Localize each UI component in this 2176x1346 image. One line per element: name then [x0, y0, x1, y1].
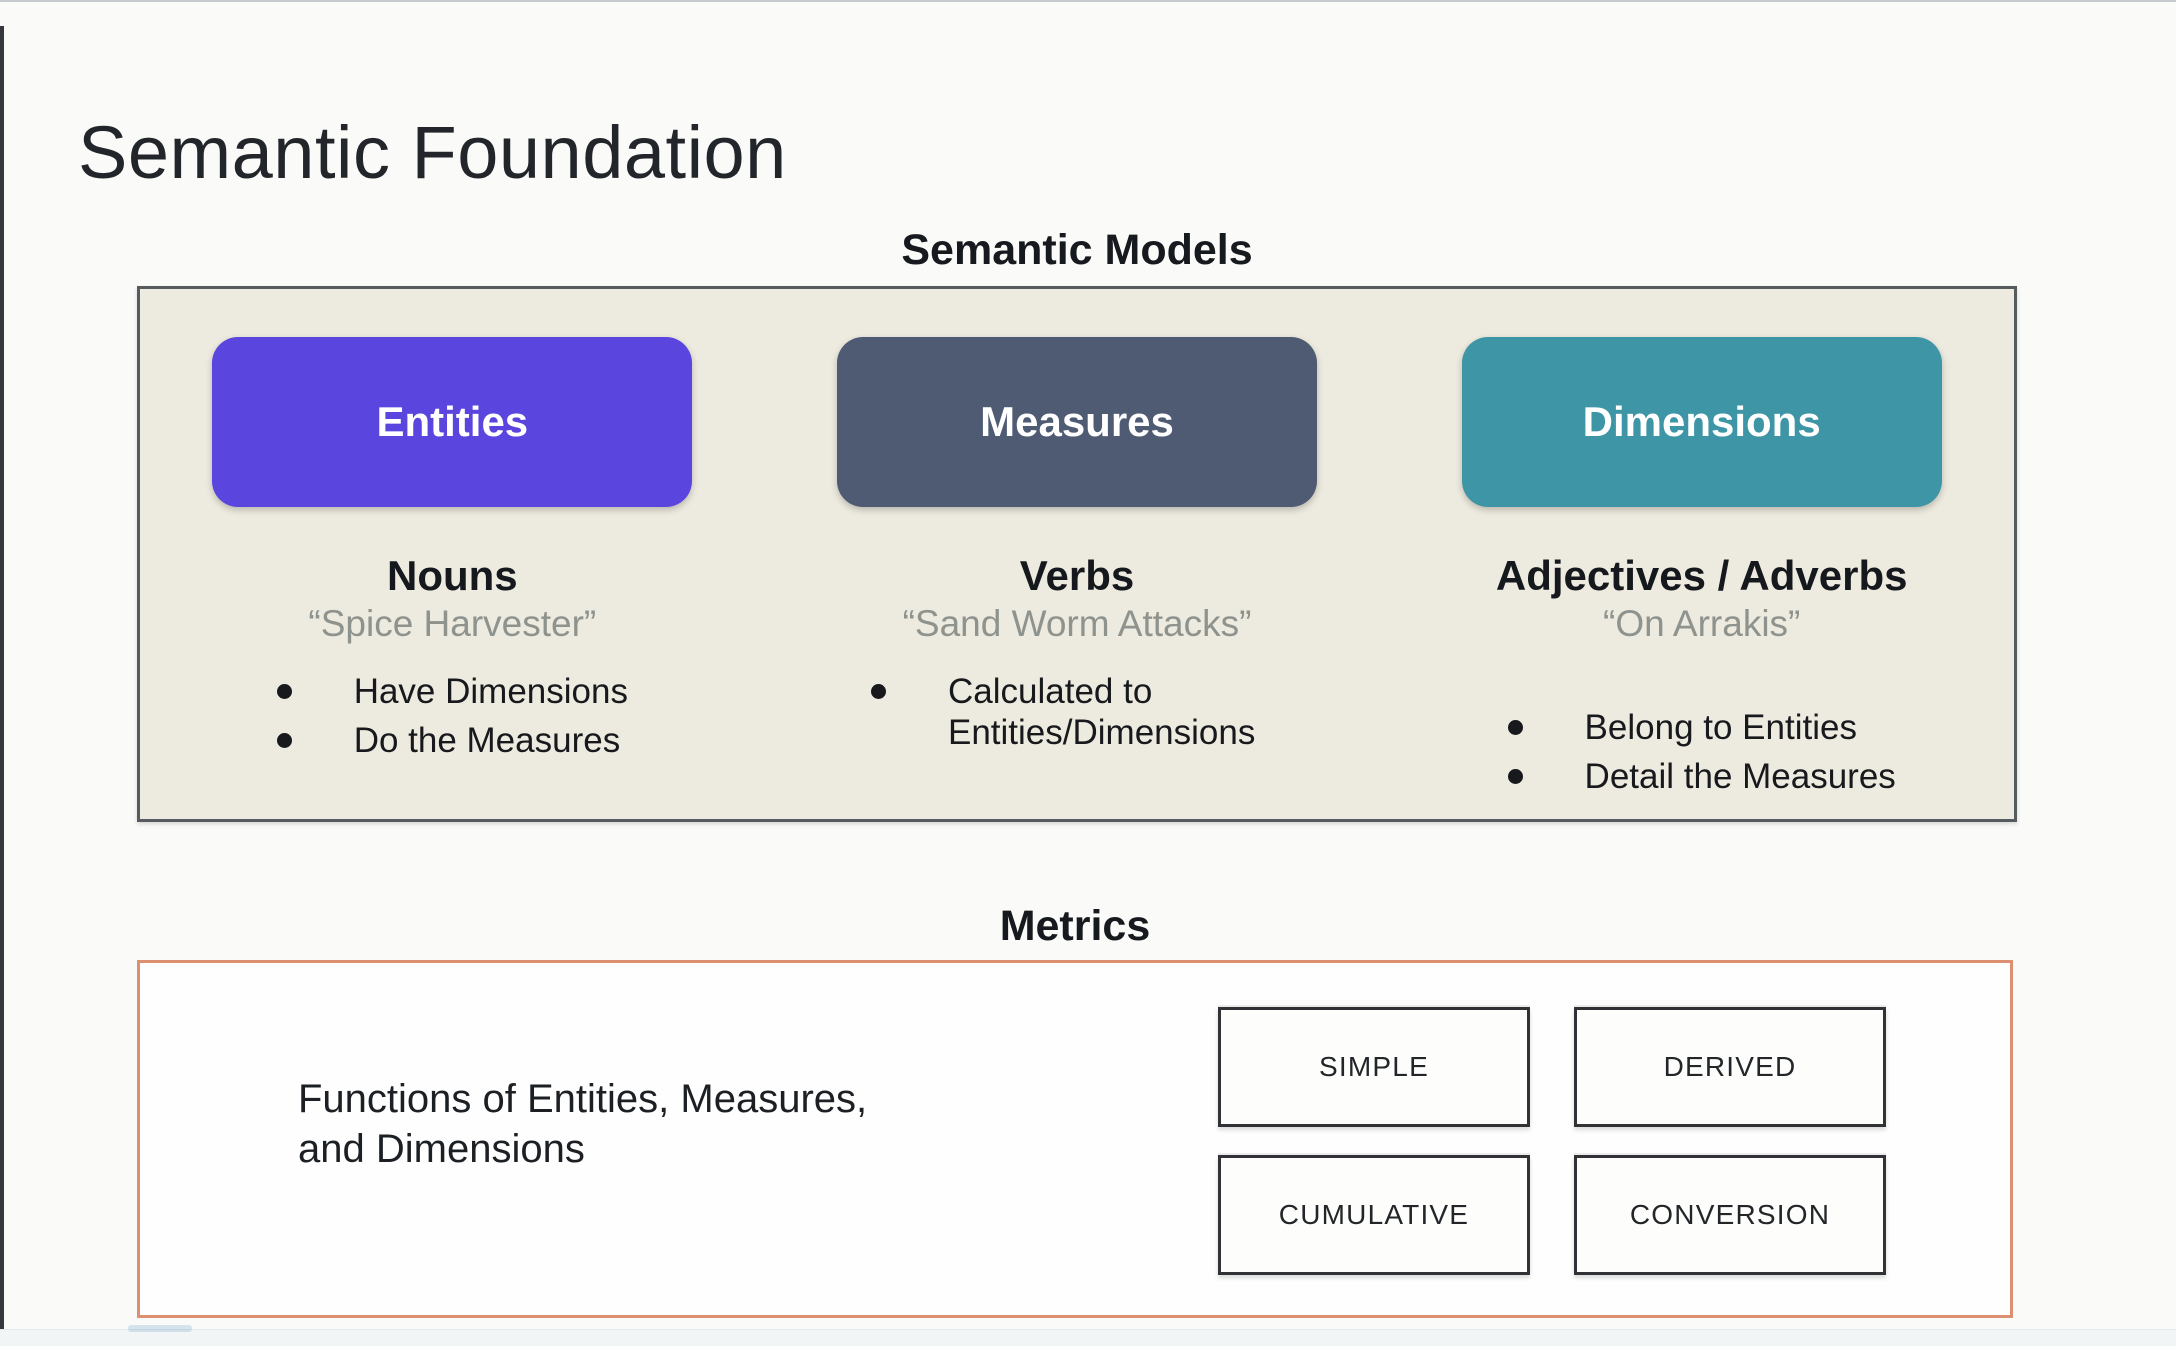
metrics-description: Functions of Entities, Measures, and Dim…	[298, 1077, 868, 1171]
measures-bullet-list: Calculated to Entities/Dimensions	[871, 671, 1283, 754]
measures-pill-label: Measures	[980, 398, 1174, 445]
list-item: Calculated to Entities/Dimensions	[871, 671, 1283, 754]
dimensions-pill: Dimensions	[1461, 337, 1942, 507]
semantic-models-panel: Entities Nouns “Spice Harvester” Have Di…	[137, 286, 2017, 822]
bullet-dot-icon	[1507, 769, 1523, 785]
measures-pill: Measures	[837, 337, 1317, 507]
list-item: Have Dimensions	[276, 671, 628, 712]
dimensions-quote: “On Arrakis”	[1603, 603, 1801, 645]
dimensions-column: Dimensions Adjectives / Adverbs “On Arra…	[1389, 289, 2014, 819]
bullet-dot-icon	[276, 733, 292, 749]
dimensions-pill-label: Dimensions	[1582, 398, 1821, 445]
entities-quote: “Spice Harvester”	[308, 603, 597, 645]
bullet-dot-icon	[871, 684, 886, 700]
measures-heading: Verbs	[1019, 552, 1135, 599]
entities-column: Entities Nouns “Spice Harvester” Have Di…	[140, 289, 765, 819]
bullet-text: Have Dimensions	[353, 672, 628, 712]
page-title: Semantic Foundation	[78, 110, 787, 194]
window-left-border	[0, 26, 4, 1346]
list-item: Detail the Measures	[1507, 756, 1896, 797]
bullet-text: Calculated to Entities/Dimensions	[948, 672, 1256, 753]
metrics-panel: Functions of Entities, Measures, and Dim…	[137, 960, 2013, 1318]
list-item: Do the Measures	[276, 720, 628, 761]
measures-column: Measures Verbs “Sand Worm Attacks” Calcu…	[765, 289, 1390, 819]
dimensions-heading: Adjectives / Adverbs	[1495, 552, 1908, 599]
measures-quote: “Sand Worm Attacks”	[902, 603, 1252, 645]
artifact-smudge	[128, 1325, 192, 1332]
metric-box-derived: DERIVED	[1574, 1007, 1886, 1127]
entities-pill-label: Entities	[376, 398, 529, 445]
bullet-text: Belong to Entities	[1584, 708, 1857, 748]
metric-box-simple: SIMPLE	[1218, 1007, 1530, 1127]
bullet-dot-icon	[1507, 720, 1523, 736]
footer-strip	[0, 1325, 2176, 1346]
bullet-text: Detail the Measures	[1584, 757, 1896, 797]
metric-box-conversion: CONVERSION	[1574, 1155, 1886, 1275]
list-item: Belong to Entities	[1507, 707, 1896, 748]
dimensions-bullet-list: Belong to Entities Detail the Measures	[1507, 707, 1896, 798]
metrics-grid: SIMPLE DERIVED CUMULATIVE CONVERSION	[1218, 1007, 1886, 1275]
metric-box-cumulative: CUMULATIVE	[1218, 1155, 1530, 1275]
bullet-dot-icon	[276, 684, 292, 700]
entities-heading: Nouns	[387, 552, 518, 599]
metrics-heading: Metrics	[999, 902, 1151, 950]
bullet-text: Do the Measures	[353, 721, 621, 761]
entities-pill: Entities	[212, 337, 693, 507]
semantic-models-heading: Semantic Models	[901, 226, 1253, 274]
entities-bullet-list: Have Dimensions Do the Measures	[276, 671, 628, 762]
